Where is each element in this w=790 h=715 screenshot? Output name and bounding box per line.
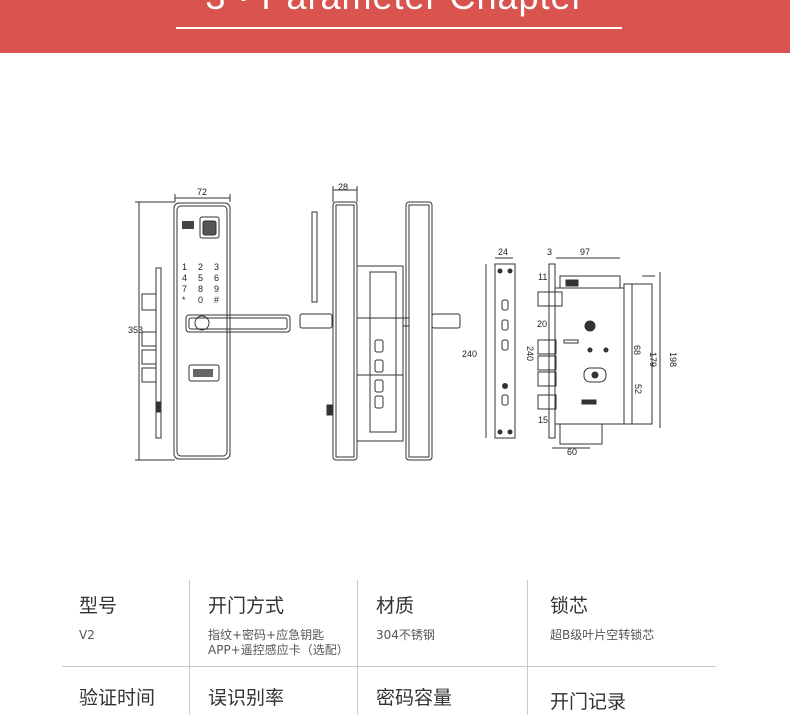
spec-label: 误识别率	[208, 687, 285, 709]
dim-body-width: 97	[580, 247, 590, 257]
key-9: 9	[214, 284, 219, 294]
key-4: 4	[182, 273, 187, 283]
spec-false-rate: 误识别率	[191, 686, 357, 710]
dim-offset-top: 3	[547, 247, 552, 257]
dim-total-height: 198	[668, 352, 678, 367]
dim-spindle-offset: 11	[538, 272, 547, 282]
dim-lower-distance: 52	[633, 384, 643, 394]
key-1: 1	[182, 262, 187, 272]
dim-body-height: 179	[648, 352, 658, 367]
dim-body-length: 240	[525, 346, 535, 361]
side-view: 28	[299, 182, 461, 461]
spec-value: 304不锈钢	[376, 628, 435, 642]
spec-label: 开门方式	[208, 595, 285, 617]
key-star: *	[182, 295, 186, 305]
spec-value: 指纹+密码+应急钥匙	[208, 628, 325, 642]
header-banner: 3 · Parameter Chapter	[0, 0, 790, 53]
dim-height: 353	[128, 325, 143, 335]
dim-width: 72	[197, 187, 207, 197]
mortise-view: 24 240 240 3 97 11 20 15 60	[462, 247, 678, 457]
dim-deadbolt-offset: 20	[537, 319, 547, 329]
dim-faceplate-width: 24	[498, 247, 508, 257]
front-view: 72 353 1 2 3 4 5 6 7 8 9 * 0 #	[128, 187, 291, 461]
spec-table: 型号 V2 开门方式 指纹+密码+应急钥匙 APP+遥控感应卡（选配） 材质 3…	[62, 580, 716, 715]
spec-unlock-records: 开门记录	[533, 690, 716, 714]
spec-label: 验证时间	[79, 687, 156, 709]
dim-center-distance: 68	[632, 345, 642, 355]
key-2: 2	[198, 262, 203, 272]
key-3: 3	[214, 262, 219, 272]
dim-backset: 60	[567, 447, 577, 457]
spec-label: 密码容量	[376, 687, 453, 709]
lock-dimension-drawing: 72 353 1 2 3 4 5 6 7 8 9 * 0 #	[120, 180, 680, 470]
dim-bottom-offset: 15	[538, 415, 548, 425]
spec-verify-time: 验证时间	[62, 686, 189, 710]
spec-value: APP+遥控感应卡（选配）	[208, 643, 349, 657]
spec-label: 型号	[79, 595, 118, 617]
spec-label: 开门记录	[550, 691, 627, 713]
spec-label: 锁芯	[550, 595, 589, 617]
section-title: 3 · Parameter Chapter	[0, 0, 790, 18]
key-7: 7	[182, 284, 187, 294]
spec-password-capacity: 密码容量	[359, 686, 527, 710]
spec-label: 材质	[376, 595, 415, 617]
key-5: 5	[198, 273, 203, 283]
spec-lock-cylinder: 锁芯 超B级叶片空转锁芯	[533, 594, 716, 643]
spec-model: 型号 V2	[62, 594, 189, 643]
key-0: 0	[198, 295, 203, 305]
spec-material: 材质 304不锈钢	[359, 594, 527, 643]
dim-depth: 28	[338, 182, 348, 192]
key-6: 6	[214, 273, 219, 283]
spec-value: 超B级叶片空转锁芯	[550, 628, 655, 642]
spec-unlock-method: 开门方式 指纹+密码+应急钥匙 APP+遥控感应卡（选配）	[191, 594, 357, 658]
spec-value: V2	[79, 628, 95, 642]
dim-faceplate-length: 240	[462, 349, 477, 359]
key-8: 8	[198, 284, 203, 294]
key-hash: #	[214, 295, 219, 305]
title-underline	[176, 27, 622, 29]
